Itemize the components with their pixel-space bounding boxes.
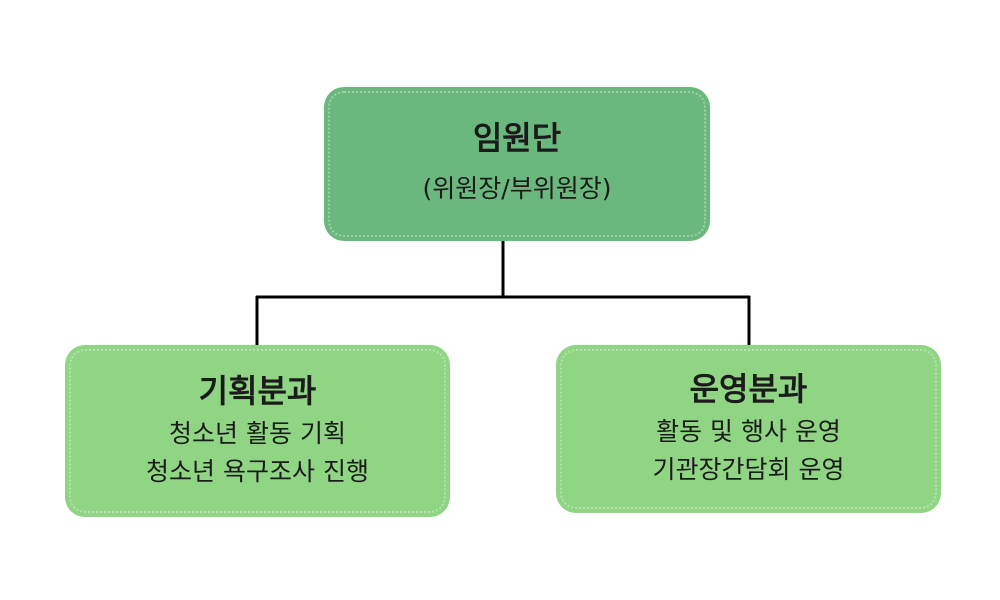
node-planning-title: 기획분과	[198, 372, 317, 410]
node-executive: 임원단 (위원장/부위원장)	[324, 87, 710, 241]
node-operations-duty: 기관장간담회 운영	[652, 455, 845, 484]
node-planning: 기획분과 청소년 활동 기획 청소년 욕구조사 진행	[65, 345, 450, 517]
node-planning-duty: 청소년 활동 기획	[169, 419, 346, 448]
node-executive-title: 임원단	[472, 119, 562, 157]
node-planning-duties: 청소년 활동 기획 청소년 욕구조사 진행	[146, 415, 369, 491]
node-operations-duties: 활동 및 행사 운영 기관장간담회 운영	[653, 413, 845, 489]
node-planning-duty: 청소년 욕구조사 진행	[146, 457, 369, 486]
node-operations: 운영분과 활동 및 행사 운영 기관장간담회 운영	[556, 345, 941, 513]
node-operations-duty: 활동 및 행사 운영	[656, 417, 841, 446]
node-executive-subtitle: (위원장/부위원장)	[422, 174, 612, 203]
node-operations-title: 운영분과	[689, 370, 808, 408]
